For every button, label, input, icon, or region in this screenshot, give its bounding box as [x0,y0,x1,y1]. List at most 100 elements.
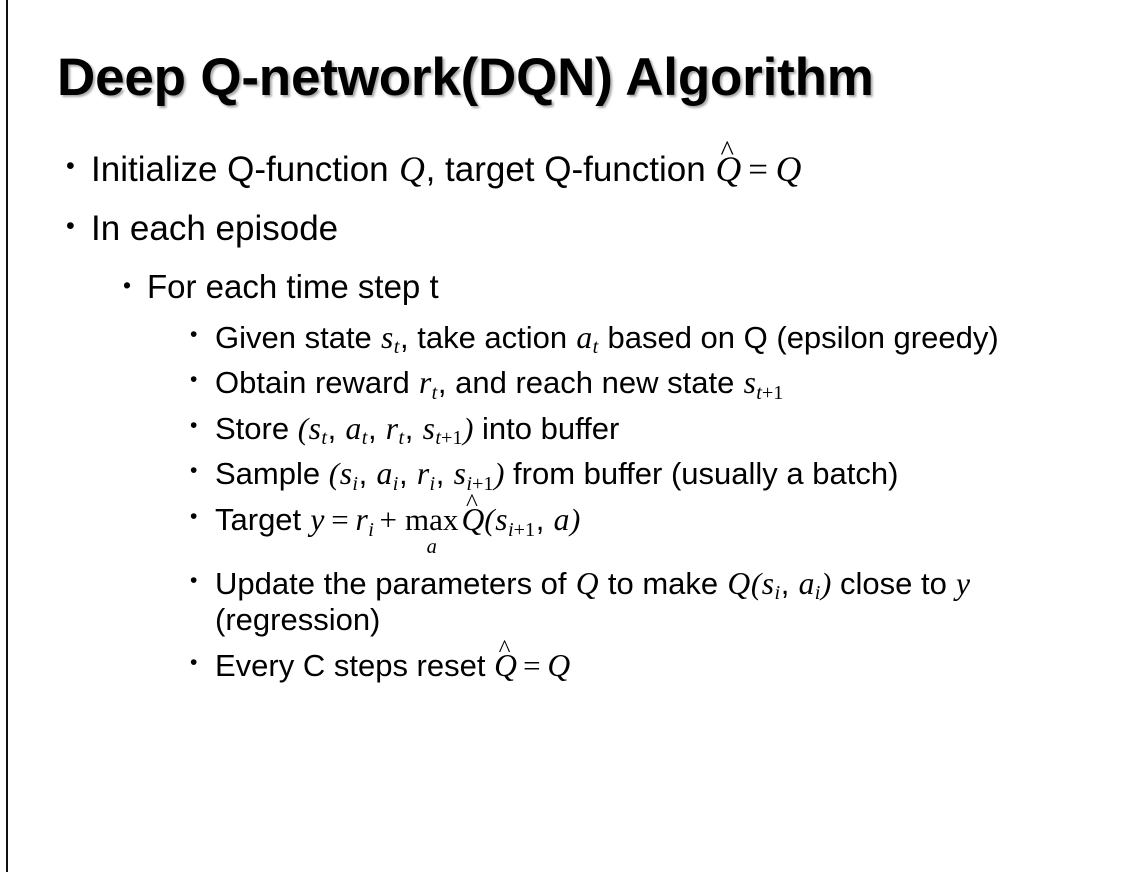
bullet-text-run: Update the parameters of [215,565,576,601]
bullet-marker-icon: • [190,650,198,674]
bullet-text-run: Store [215,410,298,446]
bullet-marker-icon: • [190,322,198,346]
math-variable-subscripted: si [339,456,359,495]
bullet-item-level-2: •For each time step t [0,268,1124,307]
math-parenthesis: ( [484,501,495,537]
math-subscript: t [361,427,368,450]
math-variable-subscripted: ai [798,565,821,605]
math-variable-subscripted: st+1 [743,365,784,404]
bullet-text-run: , [327,410,345,446]
bullet-item-label: Update the parameters of Q to make Q(si,… [215,565,1124,639]
math-variable: y [956,565,971,601]
bullet-marker-icon: • [190,413,198,437]
math-variable-subscripted: st+1 [422,410,463,450]
math-parenthesis: ) [821,565,832,601]
bullet-text-run: In each episode [91,209,339,249]
math-relation-operator: = [748,150,768,189]
math-variable-subscripted: st [381,319,400,359]
math-variable-subscripted: at [345,410,368,450]
bullet-text-run: Obtain reward [215,365,419,401]
math-variable-subscripted: rt [418,365,438,404]
bullet-text-run: , [780,565,798,601]
math-variable-subscripted: ai [376,456,399,495]
bullet-item-label: Every C steps reset ^Q=Q [215,635,1124,685]
math-subscript: t [393,336,400,359]
math-parenthesis: ) [570,501,581,537]
bullet-text-run: , and reach new state [437,365,743,401]
math-subscript: i [368,518,374,541]
bullet-item-label: Obtain reward rt, and reach new state st… [215,364,1124,404]
bullet-item-level-3: • Every C steps reset ^Q=Q [0,635,1124,685]
math-variable: a [553,501,570,537]
bullet-item-level-3: • Store (st, at, rt, st+1) into buffer [0,410,1124,450]
bullet-marker-icon: • [190,459,198,483]
math-subscript: i+1 [507,518,536,541]
math-variable: Q [575,565,599,601]
bullet-text-run: into buffer [473,410,620,446]
bullet-text-run: Initialize Q-function [91,150,399,189]
math-variable: Q [775,149,802,189]
math-variable: Q [399,149,425,189]
math-variable: y [310,501,325,537]
bullet-text-run: , [435,456,453,492]
math-relation-operator: = [523,647,541,683]
bullet-list: •Initialize Q-function Q, target Q-funct… [0,135,1124,692]
math-subscript: i [814,582,821,605]
bullet-item-label: Initialize Q-function Q, target Q-functi… [91,135,1124,190]
math-relation-operator: = [331,501,349,537]
math-subscript: t [431,381,438,404]
math-variable: Q [727,565,751,601]
bullet-marker-icon: • [66,152,75,180]
bullet-text-run: , [535,501,553,537]
math-subscript: i+1 [466,472,494,495]
math-subscript: t [592,336,599,359]
math-q-hat: ^Q [494,635,517,683]
bullet-text-run: close to [831,565,956,601]
math-subscript: t [398,427,405,450]
math-subscript: i [774,582,781,605]
math-variable-subscripted: si [761,565,781,605]
bullet-marker-icon: • [190,568,198,592]
slide-left-rule [6,0,8,872]
bullet-text-run: to make [599,565,727,601]
math-variable-subscripted: si+1 [453,456,494,495]
math-variable-subscripted: si+1 [495,501,536,541]
bullet-item-level-1: • In each episode [0,208,1124,249]
math-variable-subscripted: ri [355,501,374,541]
math-parenthesis: ( [297,410,309,446]
bullet-item-level-3: •Given state st, take action at based on… [0,319,1124,359]
math-variable-subscripted: ri [416,456,436,495]
bullet-text-run: , target Q-function [425,150,716,189]
math-subscript: t+1 [756,381,784,404]
bullet-text-run: , [367,410,386,446]
math-subscript: i [352,472,359,495]
math-parenthesis: ( [328,456,340,492]
bullet-text-run: Every C steps reset [215,647,495,683]
bullet-text-run: , [358,456,376,492]
page-title: Deep Q-network(DQN) Algorithm [57,48,874,107]
bullet-item-label: In each episode [91,208,1124,249]
bullet-text-run: from buffer (usually a batch) [504,456,899,492]
math-q-hat: ^Q [715,135,742,189]
math-parenthesis: ) [494,456,505,492]
bullet-item-label: Sample (si, ai, ri, si+1) from buffer (u… [215,455,1124,495]
bullet-marker-icon: • [190,504,198,528]
bullet-item-label: Store (st, at, rt, st+1) into buffer [215,410,1124,450]
bullet-text-run: , take action [400,319,576,355]
bullet-marker-icon: • [66,212,75,241]
bullet-text-run: For each time step t [147,267,439,305]
math-subscript: t [321,427,327,450]
math-variable-subscripted: st [308,410,327,450]
bullet-text-run: , [398,456,417,492]
math-subscript: i [429,472,436,495]
math-variable: Q [547,647,571,683]
bullet-text-run: , [404,410,422,446]
math-q-hat: ^Q [461,489,485,537]
bullet-marker-icon: • [190,368,198,392]
math-parenthesis: ( [750,565,762,601]
math-subscript: i [392,472,399,495]
bullet-text-run: Sample [215,456,329,492]
